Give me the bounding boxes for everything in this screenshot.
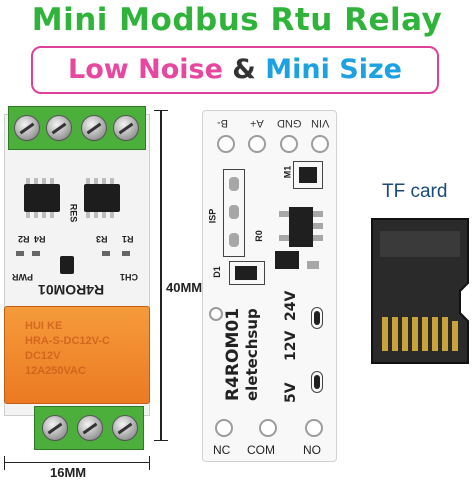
silk-m1: M1 — [282, 165, 293, 179]
relay-rating: 12A250VAC — [25, 365, 86, 377]
jumper-5v — [311, 371, 323, 393]
silk-r2: R2 — [18, 234, 30, 244]
silk-res: RES — [68, 203, 79, 223]
microcontroller-chip — [289, 207, 313, 247]
silk-r3: R3 — [96, 234, 108, 244]
screw-icon — [113, 115, 139, 141]
board-model: R4ROM01 — [223, 307, 243, 401]
pin-label-nc: NC — [213, 443, 231, 457]
silk-d1: D1 — [211, 266, 222, 278]
pin-label-com: COM — [247, 443, 275, 457]
screw-icon — [42, 415, 68, 441]
diode-d1 — [235, 266, 257, 280]
screw-icon — [112, 415, 138, 441]
screw-icon — [81, 115, 107, 141]
subtitle-ampersand: & — [222, 54, 266, 85]
product-title: Mini Modbus Rtu Relay — [31, 2, 443, 38]
silk-model-left: R4ROM01 — [38, 282, 105, 298]
mounting-hole — [209, 307, 223, 321]
silk-isp: ISP — [207, 208, 218, 224]
pin-hole — [305, 419, 323, 437]
height-dimension-line — [160, 110, 162, 440]
smd-resistor — [102, 251, 110, 256]
pin-hole — [280, 135, 298, 153]
ic-chip — [84, 184, 120, 212]
pin-label-no: NO — [303, 443, 321, 457]
voltage-12v: 12V — [283, 330, 299, 361]
width-dimension-line — [4, 462, 150, 463]
voltage-24v: 24V — [283, 290, 299, 321]
pin-hole — [248, 135, 266, 153]
tf-card-label: TF card — [382, 181, 448, 202]
pin-hole — [259, 419, 277, 437]
screw-icon — [46, 115, 72, 141]
smd-diode — [299, 167, 317, 183]
height-dimension-label: 40MM — [166, 280, 203, 295]
subtitle-banner: Low Noise & Mini Size — [31, 46, 439, 94]
relay-model: HRA-S-DC12V-C — [25, 335, 110, 347]
pin-label-gnd: GND — [277, 117, 302, 129]
subtitle-low-noise: Low Noise — [68, 54, 223, 85]
smd-resistor — [122, 251, 130, 256]
screw-icon — [14, 115, 40, 141]
smd-resistor — [16, 251, 24, 256]
silk-r4: R4 — [34, 234, 46, 244]
relay-brand: HUI KE — [25, 320, 63, 332]
pin-label-a-plus: A+ — [250, 117, 264, 129]
board-brand: eletechsup — [243, 308, 261, 401]
screw-icon — [77, 415, 103, 441]
relay-coil: DC12V — [25, 350, 61, 362]
silk-ch1: CH1 — [120, 272, 139, 282]
relay-component: HUI KE HRA-S-DC12V-C DC12V 12A250VAC — [4, 306, 150, 404]
transistor — [60, 256, 74, 274]
isp-header — [223, 169, 245, 257]
pin-hole — [217, 135, 235, 153]
ic-chip — [24, 184, 60, 212]
smd-resistor — [32, 251, 40, 256]
jumper-24v — [311, 307, 323, 329]
relay-board-front: RES R2 R4 R3 R1 PWR CH1 R4ROM01 HUI KE H… — [4, 106, 150, 450]
pin-hole — [311, 135, 329, 153]
relay-board-back: B- A+ GND VIN ISP R0 M1 D1 R4ROM01 elete… — [202, 110, 337, 462]
tf-card-image — [371, 218, 469, 364]
voltage-5v: 5V — [283, 382, 299, 403]
silk-pwr: PWR — [12, 272, 33, 282]
subtitle-mini-size: Mini Size — [265, 54, 402, 85]
pin-label-vin: VIN — [311, 117, 330, 129]
silk-r0: R0 — [253, 230, 264, 242]
pin-label-b-minus: B- — [217, 117, 228, 129]
pin-hole — [215, 419, 233, 437]
silk-r1: R1 — [122, 234, 134, 244]
smd-regulator — [275, 251, 299, 269]
width-dimension-label: 16MM — [50, 465, 87, 480]
